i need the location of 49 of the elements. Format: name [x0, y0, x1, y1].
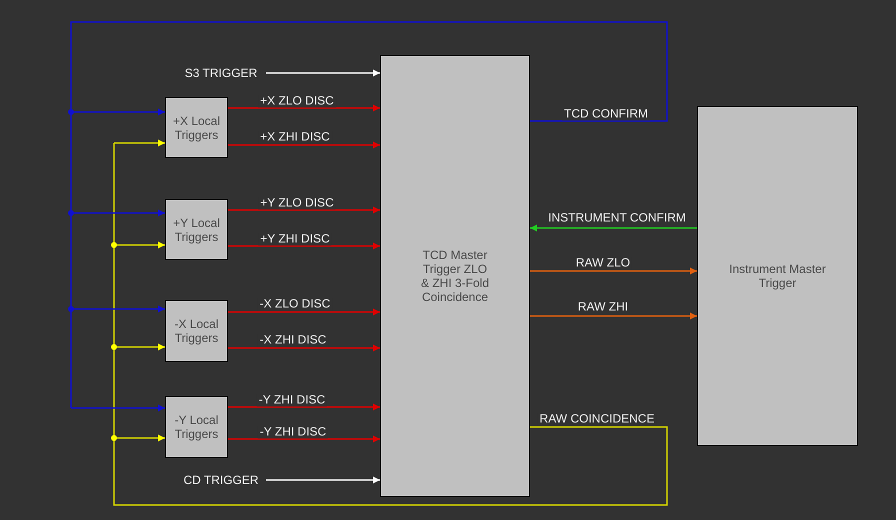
edge-label: RAW ZLO	[574, 256, 632, 270]
arrow	[71, 210, 165, 216]
block-label: +X Local Triggers	[172, 114, 222, 142]
arrow	[114, 344, 165, 350]
arrow	[228, 242, 380, 250]
edge-label: -X ZLO DISC	[258, 298, 332, 310]
arrow	[530, 312, 697, 320]
arrow	[228, 104, 380, 112]
block-box	[165, 199, 228, 260]
edge-label: -X ZHI DISC	[258, 334, 328, 346]
block-label: +Y Local Triggers	[172, 216, 221, 244]
block-label: -X Local Triggers	[173, 317, 220, 345]
edge-label: +X ZLO DISC	[258, 94, 336, 108]
edge-label: +Y ZHI DISC	[258, 232, 332, 246]
edge-label: +X ZHI DISC	[258, 130, 332, 144]
arrow	[266, 70, 380, 76]
arrow	[114, 242, 165, 248]
block-label: -Y Local Triggers	[174, 413, 220, 441]
block-label: Instrument Master Trigger	[728, 262, 827, 290]
edge-label: -Y ZHI DISC	[258, 426, 328, 438]
arrow	[114, 140, 165, 146]
edge-label: +Y ZLO DISC	[258, 196, 336, 210]
arrow	[228, 308, 380, 316]
arrow	[228, 344, 380, 352]
signal-label: CD TRIGGER	[176, 472, 266, 488]
arrow	[530, 224, 697, 232]
arrow	[228, 436, 380, 442]
arrow	[71, 306, 165, 312]
connector-line	[70, 21, 668, 408]
arrow	[114, 434, 165, 442]
block-box	[165, 396, 228, 458]
block-box	[165, 300, 228, 362]
arrow	[71, 404, 165, 412]
signal-label: S3 TRIGGER	[176, 65, 266, 81]
block-label: TCD Master Trigger ZLO & ZHI 3-Fold Coincidence	[420, 248, 490, 304]
arrow	[228, 404, 380, 410]
arrow	[266, 476, 380, 484]
edge-label: TCD CONFIRM	[562, 108, 650, 120]
edge-label: INSTRUMENT CONFIRM	[546, 212, 688, 224]
block-box	[697, 106, 858, 446]
connector-line	[113, 143, 668, 506]
edge-label: -Y ZHI DISC	[256, 394, 328, 406]
block-box	[380, 55, 530, 497]
arrow	[71, 108, 165, 116]
arrow	[228, 142, 380, 148]
arrow	[228, 206, 380, 214]
arrow	[530, 268, 697, 274]
block-box	[165, 97, 228, 158]
edge-label: RAW COINCIDENCE	[538, 412, 656, 426]
